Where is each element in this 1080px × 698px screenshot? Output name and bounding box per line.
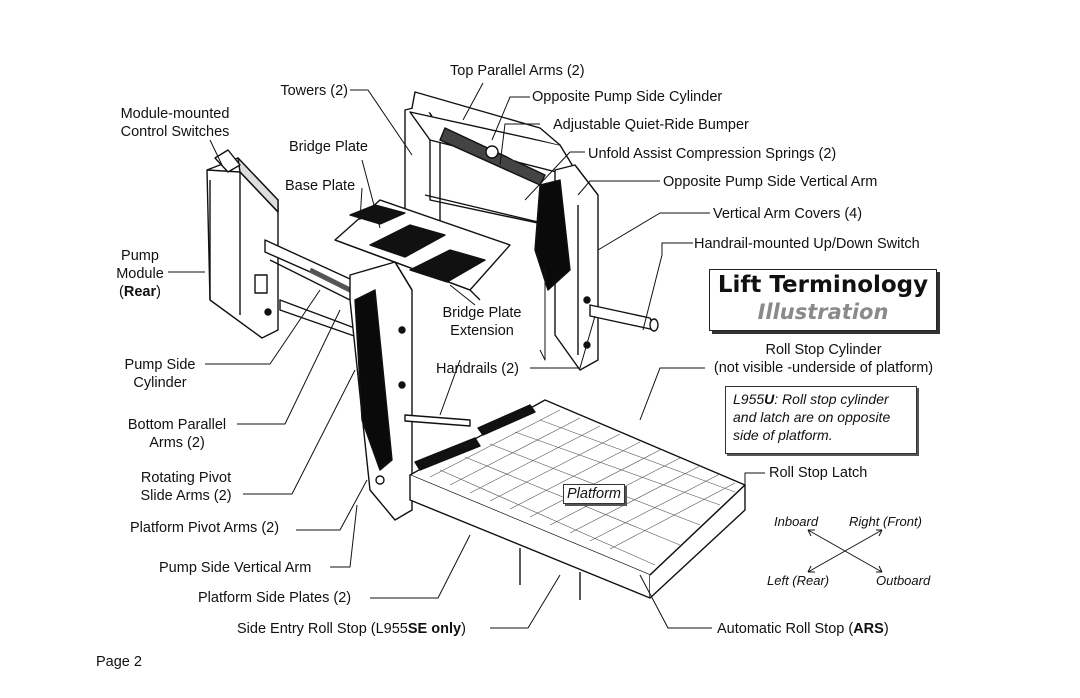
handrails [404,304,659,427]
label-top-parallel-arms: Top Parallel Arms (2) [450,63,585,79]
label-pump-line1: Pump [121,248,159,264]
opposite-cylinder [439,127,546,186]
note-box: L955U: Roll stop cylinder and latch are … [725,386,917,454]
label-pump-paren-open: ( [119,284,124,300]
label-pump-rear: Rear [123,284,157,300]
label-pump-module: Pump Module (Rear) [105,247,175,301]
label-pump-side-cyl-line2: Cylinder [133,375,187,391]
label-bridge-ext-line2: Extension [450,323,514,339]
direction-inboard: Inboard [774,514,819,529]
label-module-mounted-line1: Module-mounted [120,106,230,122]
note-line1: L955U: Roll stop cylinder [733,390,916,408]
label-roll-stop-cylinder: Roll Stop Cylinder (not visible -undersi… [700,341,947,377]
page-number: Page 2 [96,654,142,670]
label-unfold-assist: Unfold Assist Compression Springs (2) [588,146,837,162]
opposite-vertical-arm [534,164,599,371]
label-platform: Platform [563,484,625,504]
note-text1: : Roll stop cylinder [774,391,889,407]
label-pump-line3: (Rear) [105,283,175,301]
label-bridge-plate: Bridge Plate [289,139,368,155]
label-pump-side-cyl-line1: Pump Side [124,357,196,373]
label-bottom-parallel-arms: Bottom Parallel Arms (2) [118,416,236,452]
note-line3: side of platform. [733,427,833,443]
label-handrail-switch: Handrail-mounted Up/Down Switch [694,236,920,252]
label-ars-a: Automatic Roll Stop ( [717,621,854,637]
label-opposite-vertical-arm: Opposite Pump Side Vertical Arm [663,174,878,190]
label-handrails: Handrails (2) [436,361,519,377]
direction-outboard: Outboard [876,573,931,588]
label-side-entry-c: ) [461,621,466,637]
label-towers: Towers (2) [280,83,348,99]
label-side-entry-roll-stop: Side Entry Roll Stop (L955SE only) [237,620,466,638]
label-pump-side-vertical-arm: Pump Side Vertical Arm [159,560,312,576]
note-line2: and latch are on opposite [733,409,891,425]
label-base-plate: Base Plate [285,178,356,194]
leader-lines [168,82,765,629]
label-opposite-pump-side-cylinder: Opposite Pump Side Cylinder [532,89,723,105]
label-roll-stop-cyl-line2: (not visible -underside of platform) [713,360,934,376]
note-model: L955 [733,391,765,407]
label-roll-stop-cyl-line1: Roll Stop Cylinder [765,342,882,358]
label-ars-c: ) [883,621,889,637]
label-pump-side-cylinder: Pump Side Cylinder [115,356,205,392]
direction-right-front: Right (Front) [849,514,922,529]
label-vertical-arm-covers: Vertical Arm Covers (4) [713,206,863,222]
label-platform-pivot-arms: Platform Pivot Arms (2) [130,520,280,536]
label-rotating-line2: Slide Arms (2) [140,488,232,504]
label-platform-side-plates: Platform Side Plates (2) [198,590,352,606]
label-module-mounted-line2: Control Switches [120,124,230,140]
label-bottom-arms-line2: Arms (2) [149,435,205,451]
label-side-entry-a: Side Entry Roll Stop (L955 [237,621,408,637]
note-model-bold: U [764,391,775,407]
label-side-entry-bold: SE only [407,621,462,637]
pump-module [206,149,279,339]
pump-side-vertical-arm [349,261,413,521]
label-roll-stop-latch: Roll Stop Latch [769,465,868,481]
direction-arrows [807,529,883,573]
label-rotating-line1: Rotating Pivot [140,470,232,486]
label-rotating-pivot: Rotating Pivot Slide Arms (2) [130,469,242,505]
title-line2: Illustration [757,300,889,324]
title-line1: Lift Terminology [717,272,929,298]
label-module-mounted: Module-mounted Control Switches [110,105,240,141]
label-adjustable-bumper: Adjustable Quiet-Ride Bumper [553,117,749,133]
direction-left-rear: Left (Rear) [767,573,830,588]
title-box: Lift Terminology Illustration [709,269,937,331]
label-bridge-plate-extension: Bridge Plate Extension [430,304,534,340]
label-ars-bold: ARS [853,621,884,637]
label-pump-paren-close: ) [156,284,161,300]
label-automatic-roll-stop: Automatic Roll Stop (ARS) [717,620,889,638]
label-bridge-ext-line1: Bridge Plate [442,305,522,321]
top-parallel-arms [409,91,581,233]
label-bottom-arms-line1: Bottom Parallel [127,417,227,433]
label-pump-line2: Module [116,266,164,282]
